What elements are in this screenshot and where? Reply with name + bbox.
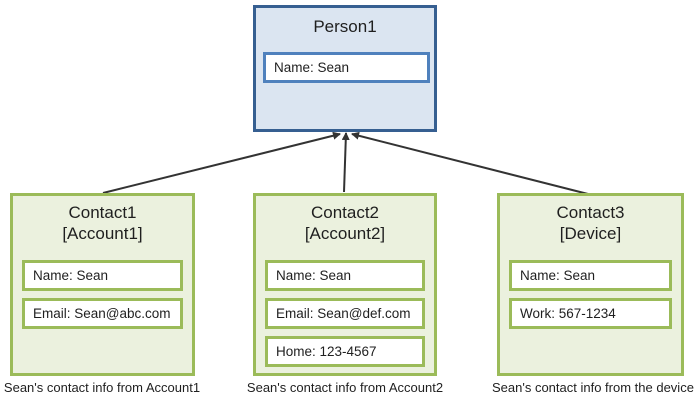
contact3-caption: Sean's contact info from the device — [492, 380, 694, 395]
contact2-home-text: Home: 123-4567 — [276, 344, 377, 359]
contact2-email-field: Email: Sean@def.com — [265, 298, 425, 329]
contact3-name-field: Name: Sean — [509, 260, 672, 291]
contact2-name-field: Name: Sean — [265, 260, 425, 291]
contact2-email-text: Email: Sean@def.com — [276, 306, 411, 321]
arrow-contact2-to-person — [341, 132, 350, 193]
contact1-title-line1: Contact1 — [68, 203, 137, 222]
contact1-title: Contact1 [Account1] — [13, 202, 192, 244]
person-box: Person1 Name: Sean — [253, 5, 437, 132]
contact2-name-text: Name: Sean — [276, 268, 352, 283]
contact1-name-text: Name: Sean — [33, 268, 109, 283]
person-name-field: Name: Sean — [263, 52, 430, 83]
contact3-title-line1: Contact3 — [556, 203, 625, 222]
person-title: Person1 — [313, 17, 377, 36]
contact1-email-field: Email: Sean@abc.com — [22, 298, 183, 329]
contact1-title-line2: [Account1] — [62, 224, 143, 243]
contact1-email-text: Email: Sean@abc.com — [33, 306, 171, 321]
contact3-card: Contact3 [Device] Name: Sean Work: 567-1… — [497, 193, 684, 376]
contact2-title-line1: Contact2 — [310, 203, 380, 222]
contact3-title-line2: [Device] — [559, 224, 622, 243]
contact2-card: Contact2 [Account2] Name: Sean Email: Se… — [253, 193, 437, 376]
contact1-caption: Sean's contact info from Account1 — [3, 380, 201, 395]
contact3-title: Contact3 [Device] — [500, 202, 681, 244]
arrow-contact1-to-person — [102, 131, 341, 194]
contact3-work-field: Work: 567-1234 — [509, 298, 672, 329]
contact2-caption: Sean's contact info from Account2 — [246, 380, 444, 395]
contact2-title-line2: [Account2] — [304, 224, 386, 243]
contact3-name-text: Name: Sean — [520, 268, 596, 283]
person-name-text: Name: Sean — [274, 60, 350, 75]
arrow-contact3-to-person — [351, 131, 589, 195]
contact1-card: Contact1 [Account1] Name: Sean Email: Se… — [10, 193, 195, 376]
contact2-home-field: Home: 123-4567 — [265, 336, 425, 367]
contact1-name-field: Name: Sean — [22, 260, 183, 291]
contact3-work-text: Work: 567-1234 — [520, 306, 616, 321]
contact2-title: Contact2 [Account2] — [256, 202, 434, 244]
